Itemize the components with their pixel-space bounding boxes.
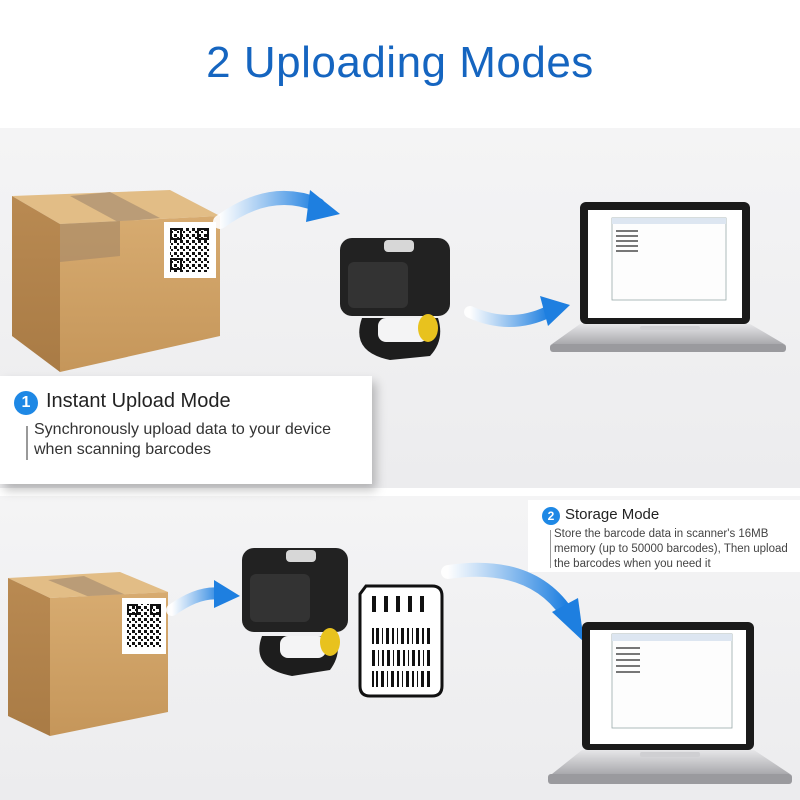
quote-bar xyxy=(26,426,28,460)
panel-divider xyxy=(0,488,800,496)
page-title: 2 Uploading Modes xyxy=(206,38,594,87)
package-box-icon xyxy=(8,572,168,736)
mode-description: Store the barcode data in scanner's 16MB… xyxy=(554,528,788,570)
ring-scanner-icon xyxy=(242,548,348,676)
storage-mode-card: 2 Storage Mode Store the barcode data in… xyxy=(528,500,800,572)
mode-number-badge: 2 xyxy=(542,507,560,525)
curved-arrow-icon xyxy=(166,580,240,616)
curved-arrow-icon xyxy=(213,190,340,229)
instant-upload-card: 1 Instant Upload Mode Synchronously uplo… xyxy=(0,376,372,484)
laptop-icon xyxy=(548,622,792,784)
ring-scanner-icon xyxy=(340,238,450,360)
quote-bar xyxy=(550,530,551,568)
laptop-icon xyxy=(550,202,786,352)
mode-description: Synchronously upload data to your device… xyxy=(34,421,332,458)
mode-heading: Instant Upload Mode xyxy=(46,390,231,412)
barcode-icon xyxy=(372,628,430,687)
mode-number-badge: 1 xyxy=(14,391,38,415)
curved-arrow-icon xyxy=(441,562,584,642)
package-box-icon xyxy=(12,190,220,372)
mode-heading: Storage Mode xyxy=(565,506,660,523)
curved-arrow-icon xyxy=(464,296,570,327)
